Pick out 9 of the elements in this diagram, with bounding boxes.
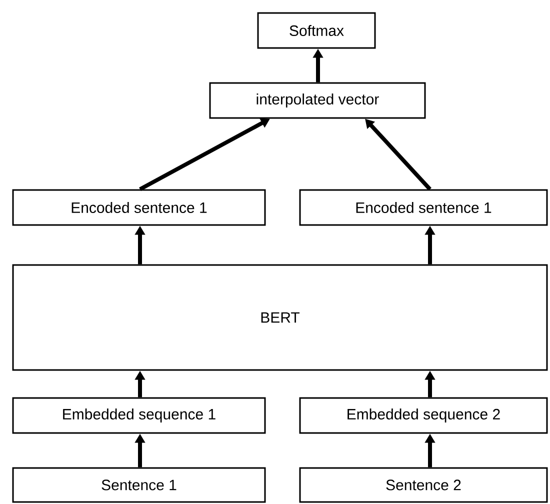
- process-box: Softmax: [257, 12, 376, 49]
- process-box: interpolated vector: [209, 82, 426, 119]
- process-box: Encoded sentence 1: [299, 189, 548, 226]
- process-box: Encoded sentence 1: [12, 189, 266, 226]
- process-box: Embedded sequence 2: [299, 397, 548, 434]
- process-box: Embedded sequence 1: [12, 397, 266, 434]
- process-box: Sentence 1: [12, 467, 266, 503]
- process-box: Sentence 2: [299, 467, 548, 503]
- model-box: BERT: [12, 264, 548, 371]
